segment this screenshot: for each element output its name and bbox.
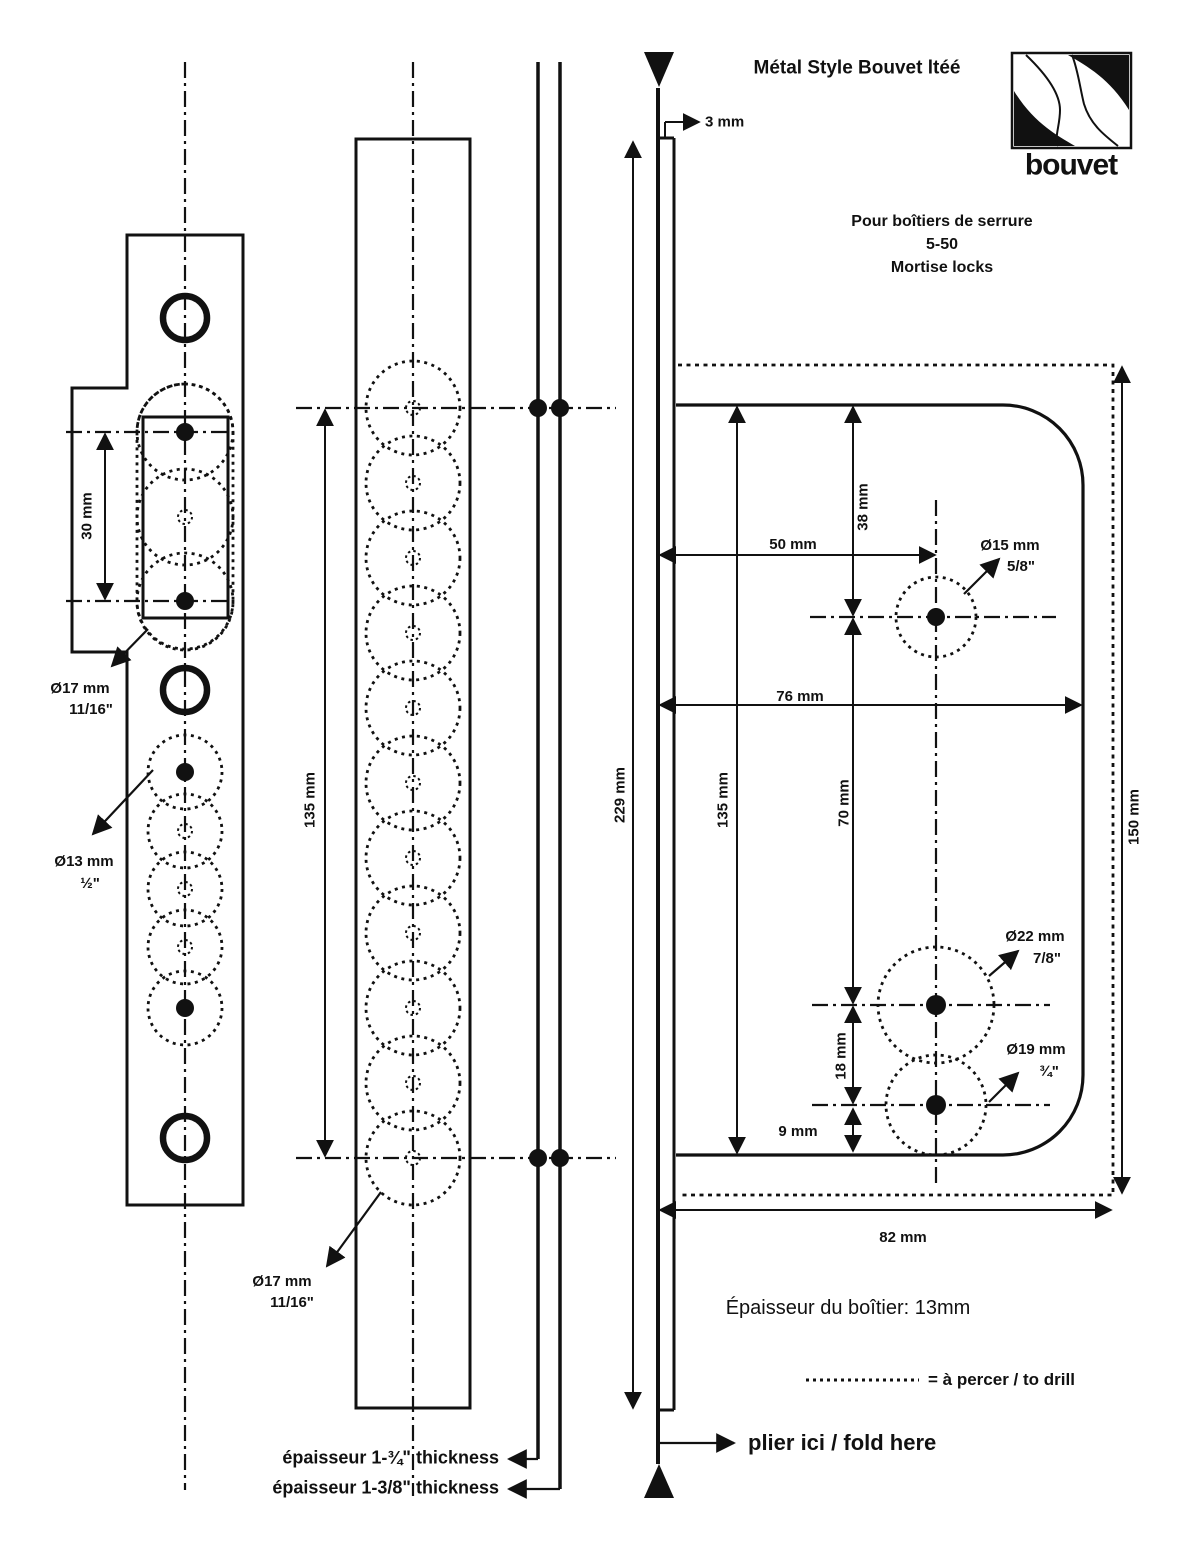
drill-center-dot: [176, 999, 194, 1017]
strike-plate-outline: [70, 233, 245, 1207]
dim-label-76mm: 76 mm: [776, 687, 824, 705]
hole-label-13mm-inch: ½": [80, 874, 100, 892]
note-case-thickness: Épaisseur du boîtier: 13mm: [725, 1297, 971, 1319]
note-thickness-2: épaisseur 1-3/8" thickness: [272, 1477, 499, 1498]
door-face-template-view: [624, 52, 1131, 1498]
leader-22mm: [988, 949, 1020, 977]
dim-label-9mm: 9 mm: [778, 1122, 818, 1140]
dim-label-229mm: 229 mm: [611, 767, 629, 823]
screw-hole: [159, 292, 211, 344]
hole-label-22mm-inch: 7/8": [1033, 949, 1061, 967]
hole-label-15mm-inch: 5/8": [1007, 557, 1035, 575]
drill-center-dot: [176, 423, 194, 441]
logo-frame: [1010, 51, 1133, 150]
dim-label-150mm: 150 mm: [1125, 789, 1143, 845]
latch-cutout: [141, 415, 230, 620]
logo-wordmark: bouvet: [1024, 148, 1118, 182]
strike-plate-view: [66, 62, 245, 1490]
subtitle-line-3: Mortise locks: [890, 259, 994, 277]
drill-circle-17: [135, 551, 235, 651]
hole-label-15mm: Ø15 mm: [980, 536, 1040, 554]
hole-label-19mm-inch: ¾": [1039, 1062, 1059, 1080]
note-drill-legend: = à percer / to drill: [928, 1370, 1075, 1389]
drill-center-dot: [926, 1095, 946, 1115]
dim-label-82mm: 82 mm: [879, 1228, 927, 1246]
leader-15mm: [963, 557, 1001, 595]
leader-19mm: [988, 1071, 1020, 1103]
lock-case-outline: [676, 403, 1085, 1157]
logo-shape-top-right: [1068, 55, 1129, 110]
dim-label-135mm-right: 135 mm: [714, 772, 732, 828]
fold-marker-triangle-top: [644, 52, 674, 87]
hole-label-13mm: Ø13 mm: [54, 852, 114, 870]
leader-17mm-middle: [325, 1191, 382, 1268]
bouvet-logo: [1010, 51, 1133, 150]
dim-label-18mm: 18 mm: [832, 1032, 850, 1080]
reference-dot: [551, 399, 569, 417]
door-edge-template-view: [296, 62, 616, 1499]
drill-circle-19: [884, 1053, 988, 1157]
drill-circle-13: [146, 792, 224, 870]
drill-circle-13: [146, 850, 224, 928]
drill-center-dot: [176, 763, 194, 781]
hole-label-17mm-left: Ø17 mm: [50, 679, 110, 697]
reference-dot: [529, 1149, 547, 1167]
fold-marker-triangle-bottom: [644, 1464, 674, 1498]
hole-label-17mm-middle-inch: 11/16": [270, 1293, 314, 1311]
drill-center-dot: [927, 608, 945, 626]
logo-curve-left: [1025, 54, 1062, 147]
reference-dot: [551, 1149, 569, 1167]
hole-label-17mm-left-inch: 11/16": [69, 700, 113, 718]
drill-center-dot: [926, 995, 946, 1015]
reference-dot: [529, 399, 547, 417]
hole-label-19mm: Ø19 mm: [1006, 1040, 1066, 1058]
hole-label-22mm: Ø22 mm: [1005, 927, 1065, 945]
drill-circle-13: [146, 908, 224, 986]
page-title: Métal Style Bouvet ltéé: [753, 57, 961, 79]
leader-13mm: [91, 769, 154, 836]
subtitle-line-2: 5-50: [925, 236, 959, 254]
dim-label-70mm: 70 mm: [835, 779, 853, 827]
drill-circle-13: [146, 733, 224, 811]
subtitle-line-1: Pour boîtiers de serrure: [851, 213, 1033, 231]
hole-label-17mm-middle: Ø17 mm: [252, 1272, 312, 1290]
drill-circle-17: [135, 467, 235, 567]
logo-curve-right: [1071, 54, 1119, 147]
dim-label-38mm: 38 mm: [854, 483, 872, 531]
dim-label-30mm: 30 mm: [78, 492, 96, 540]
dim-label-50mm: 50 mm: [769, 535, 817, 553]
note-fold-here: plier ici / fold here: [748, 1430, 937, 1455]
dim-label-135mm-middle: 135 mm: [301, 772, 319, 828]
leader-17mm-left: [110, 628, 149, 668]
screw-hole: [159, 1112, 211, 1164]
logo-shape-bottom-left: [1014, 91, 1075, 146]
dim-label-3mm: 3 mm: [705, 113, 745, 131]
drill-circle-15: [894, 575, 978, 659]
screw-hole: [159, 664, 211, 716]
drill-center-dot: [176, 592, 194, 610]
drill-circle-13: [146, 969, 224, 1047]
drill-circle-17: [135, 382, 235, 482]
drill-circle-22: [876, 945, 996, 1065]
note-thickness-1: épaisseur 1-¾" thickness: [282, 1447, 499, 1468]
